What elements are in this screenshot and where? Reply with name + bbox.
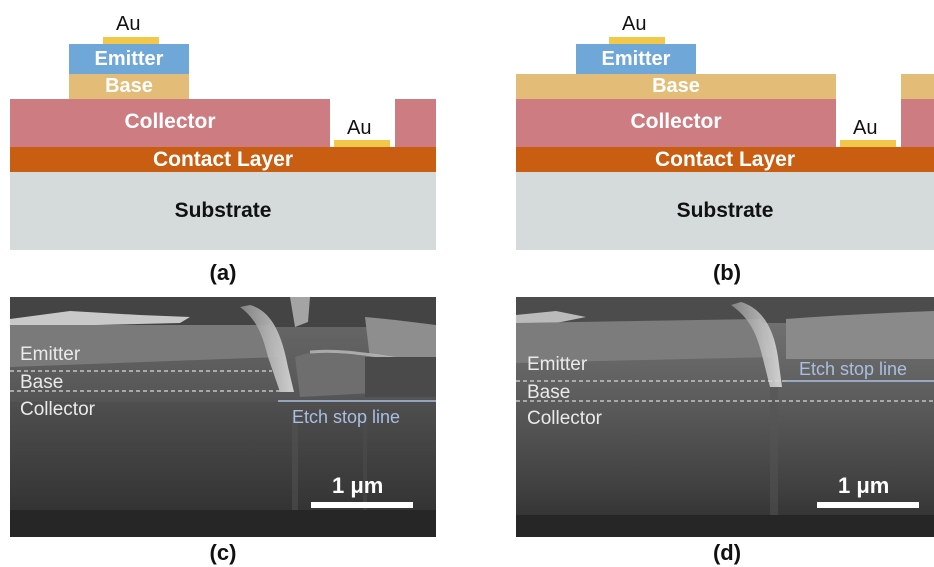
au-side-contact (840, 140, 896, 147)
sem-d-scale-label: 1 μm (838, 473, 890, 498)
contact-layer-label: Contact Layer (152, 147, 294, 171)
panel-d-label: (d) (712, 540, 742, 565)
collector-label: Collector (124, 110, 216, 133)
substrate-layer: Substrate (516, 172, 934, 250)
panel-b-label: (b) (712, 260, 742, 285)
contact-layer: Contact Layer (516, 147, 934, 172)
sem-image-d: Emitter Base Collector Etch stop line 1 … (516, 297, 934, 537)
collector-label: Collector (630, 110, 722, 133)
collector-right-mesa (901, 99, 934, 147)
au-top-contact (609, 37, 665, 44)
substrate-layer: Substrate (10, 172, 436, 250)
collector-right-mesa (395, 99, 436, 147)
sem-c-scale-label: 1 μm (332, 473, 384, 498)
substrate-label: Substrate (676, 199, 774, 222)
emitter-label: Emitter (601, 47, 671, 70)
emitter-label: Emitter (94, 47, 164, 70)
sem-c-base-label: Base (20, 372, 64, 393)
contact-layer-label: Contact Layer (654, 147, 796, 171)
substrate-label: Substrate (174, 199, 272, 222)
base-right-mesa (901, 74, 934, 99)
sem-d-etch-stop-label: Etch stop line (799, 359, 908, 379)
emitter-layer: Emitter (69, 44, 189, 74)
sem-d-base-label: Base (527, 382, 571, 403)
scale-bar (817, 502, 919, 508)
base-layer: Base (516, 74, 836, 99)
emitter-layer: Emitter (576, 44, 696, 74)
sem-c-etch-stop-label: Etch stop line (292, 407, 401, 427)
au-top-label: Au (116, 13, 141, 35)
panel-a-label: (a) (209, 260, 237, 285)
au-top-contact (103, 37, 159, 44)
au-side-contact (334, 140, 390, 147)
scale-bar (311, 502, 413, 508)
au-top-label: Au (622, 13, 647, 35)
contact-layer: Contact Layer (10, 147, 436, 172)
sem-d-collector-label: Collector (527, 408, 602, 429)
sem-c-collector-label: Collector (20, 399, 95, 420)
au-side-label: Au (853, 117, 878, 139)
au-side-label: Au (347, 117, 372, 139)
sem-image-c: Emitter Base Collector Etch stop line 1 … (10, 297, 436, 537)
panel-c-label: (c) (209, 540, 237, 565)
base-label: Base (652, 75, 700, 97)
collector-layer: Collector (10, 99, 330, 147)
sem-c-emitter-label: Emitter (20, 344, 81, 365)
base-label: Base (105, 75, 153, 97)
sem-d-emitter-label: Emitter (527, 354, 588, 375)
base-layer: Base (69, 74, 189, 99)
sem-c-graphic (10, 297, 436, 537)
collector-layer: Collector (516, 99, 836, 147)
sem-d-graphic (516, 297, 934, 537)
